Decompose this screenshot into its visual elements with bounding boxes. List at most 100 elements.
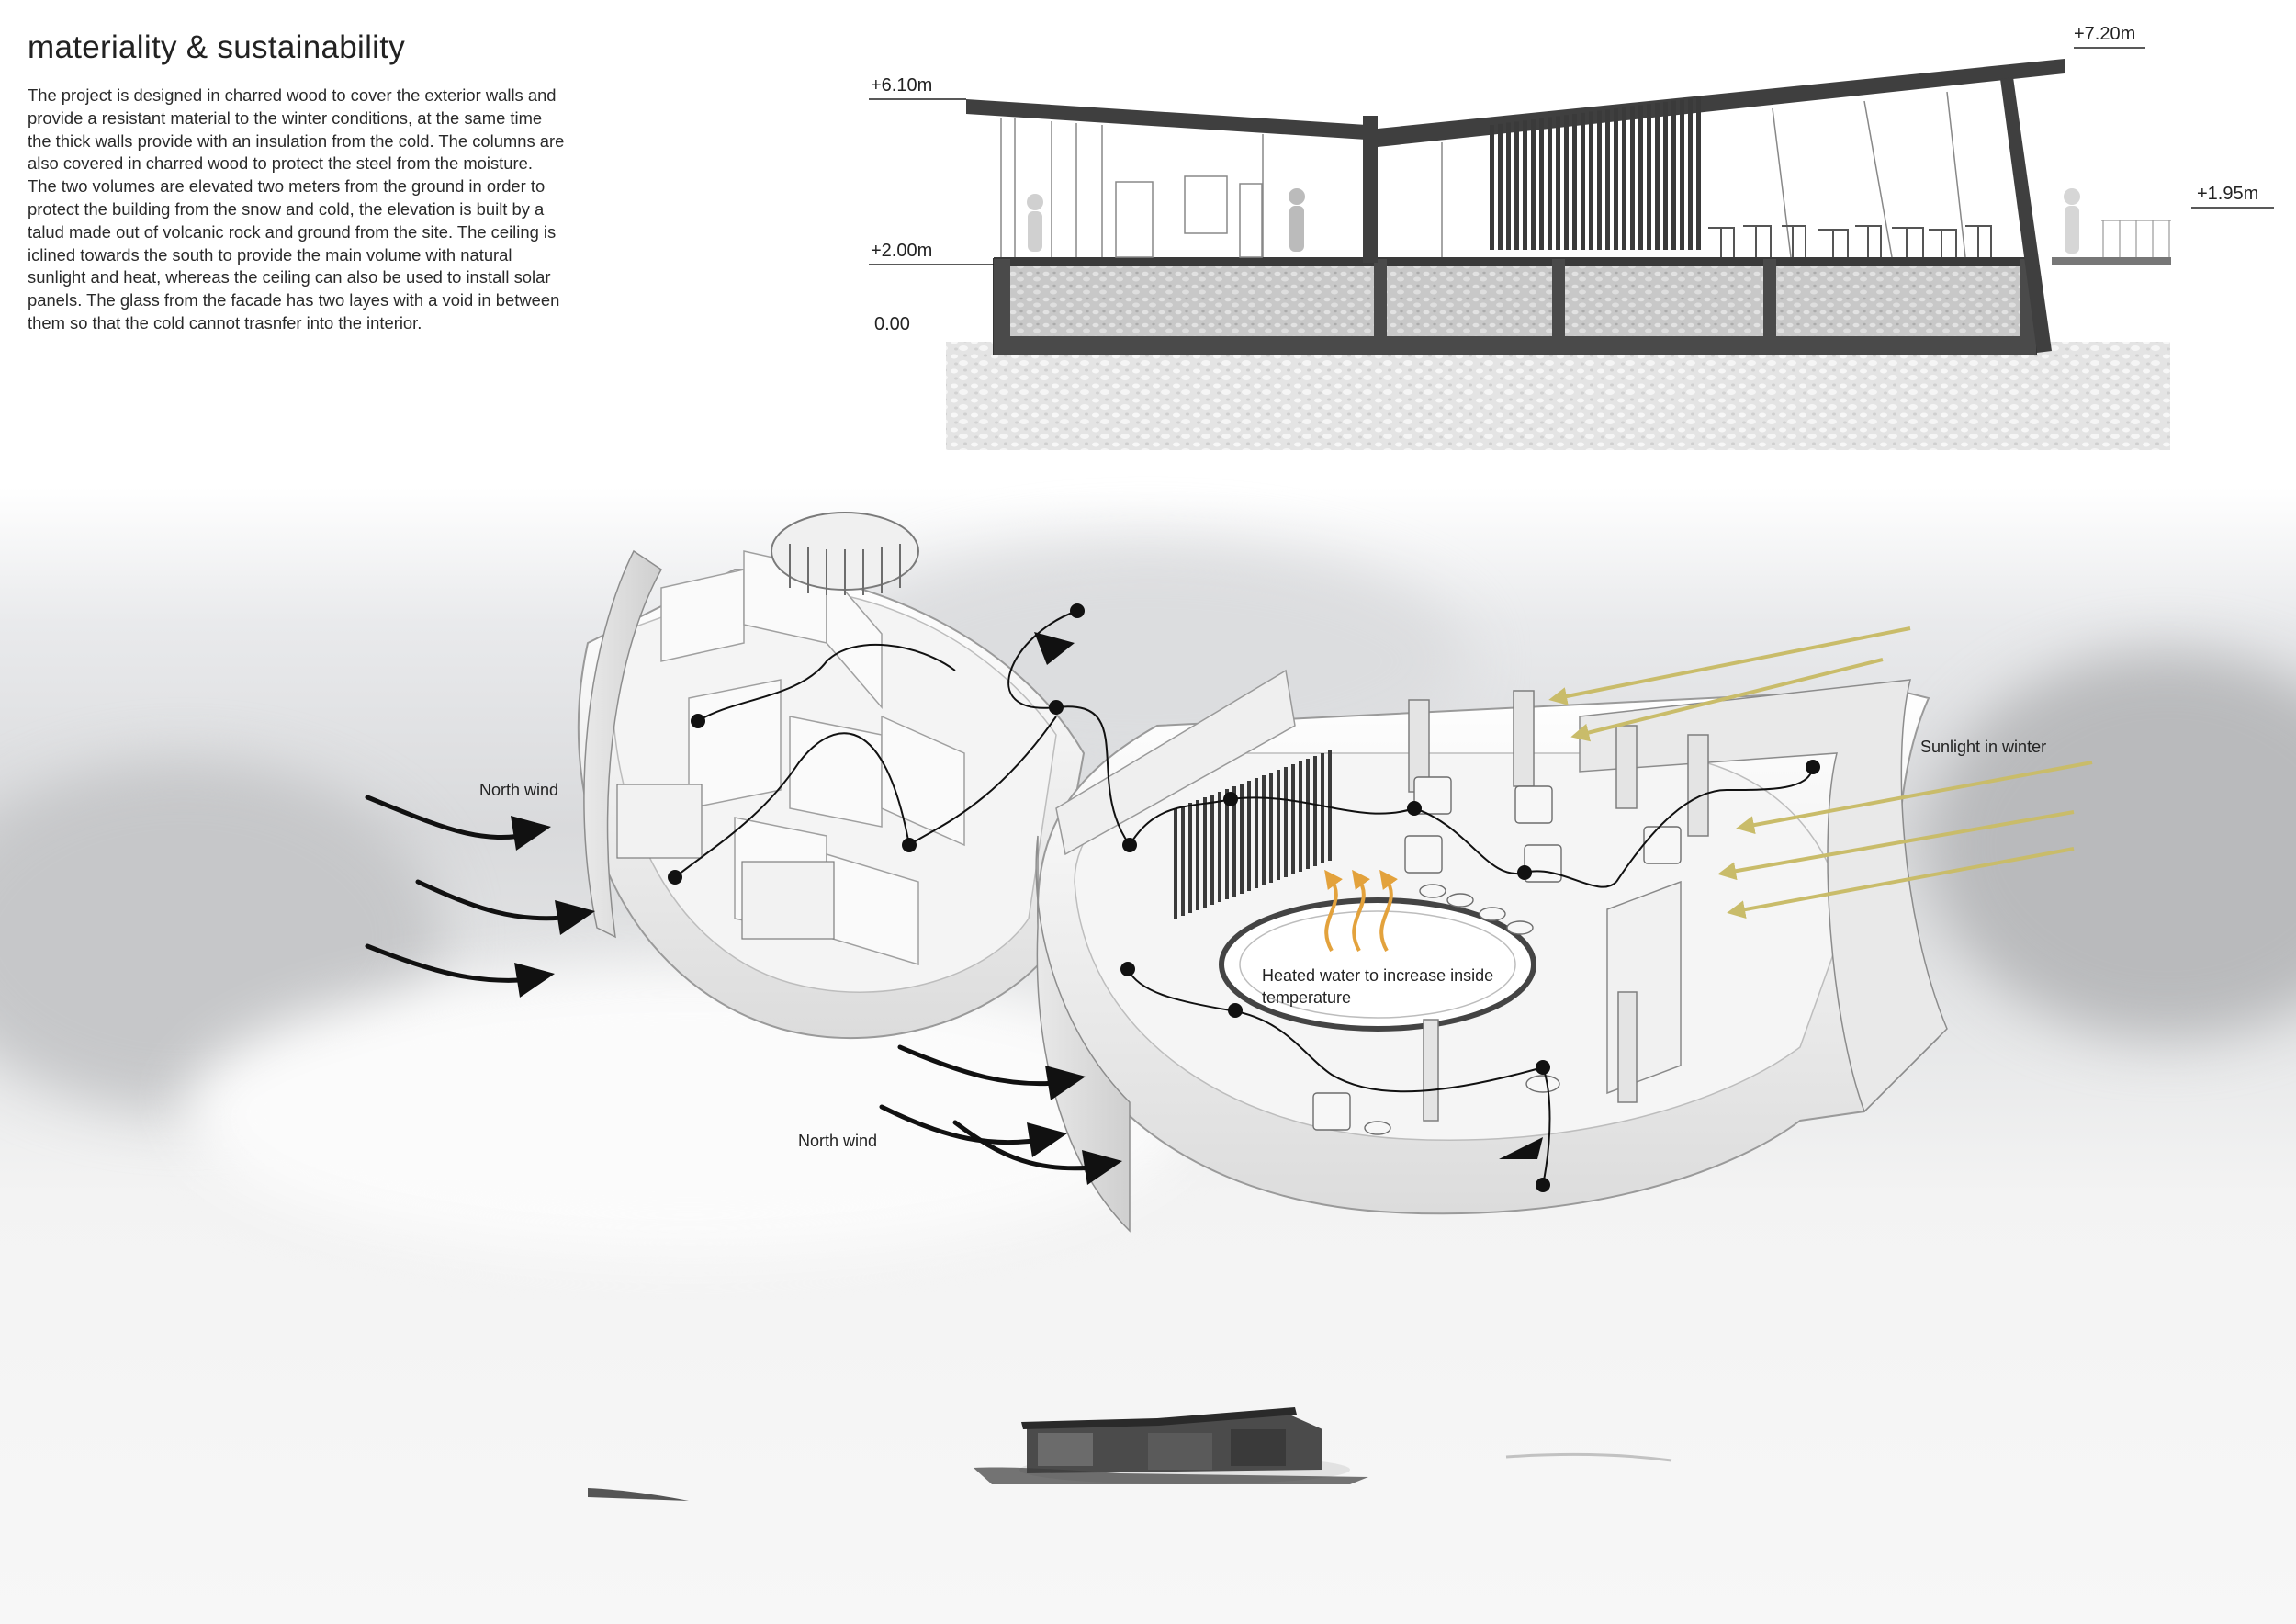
wood-slat [1622, 107, 1626, 250]
wood-slat [1614, 108, 1618, 250]
wood-slat [1531, 119, 1536, 250]
right-volume [1035, 669, 1948, 1233]
building-section-drawing [869, 47, 2274, 450]
wood-slat [1523, 120, 1527, 250]
wood-slat [1196, 800, 1199, 910]
wood-slat [1240, 784, 1244, 894]
external-deck [2052, 257, 2171, 265]
circulation-nodes [668, 603, 1820, 1192]
wood-slat [1597, 110, 1602, 251]
wood-slat [1313, 756, 1317, 866]
left-curved-wall [583, 549, 662, 939]
foundation-pier-4 [1763, 259, 1776, 355]
level-label-deck: +1.95m [2197, 184, 2259, 204]
section-people-left [1027, 188, 1305, 252]
heated-water-arrows [1324, 869, 1398, 952]
wood-slat [1663, 101, 1668, 250]
central-column [1363, 116, 1378, 263]
snow-dune [184, 964, 1194, 1258]
section-person-deck [2064, 188, 2080, 254]
wood-slat [1225, 789, 1229, 899]
right-interior [1441, 91, 1966, 258]
entrance-arrow-bottom [1499, 1137, 1543, 1159]
level-label-ground: 0.00 [874, 314, 910, 334]
left-roof [966, 99, 1367, 140]
north-wind-arrowheads-lower [1027, 1066, 1122, 1185]
wood-slat [1539, 118, 1544, 250]
deck-railing [2101, 220, 2171, 257]
wood-slat [1269, 773, 1273, 883]
description-paragraph: The project is designed in charred wood … [28, 85, 565, 333]
wood-slat [1284, 767, 1288, 877]
left-lockers [616, 784, 835, 940]
wood-slat [1696, 97, 1701, 250]
wood-slat [1188, 803, 1192, 913]
wood-slat [1556, 116, 1560, 251]
south-glazed-facade [1579, 679, 1948, 1113]
north-wind-arrows-upper [365, 795, 577, 983]
cloud-right [1929, 652, 2296, 1038]
ground-fill [946, 342, 2170, 450]
left-interior [1000, 118, 1264, 258]
wood-slat [1630, 106, 1635, 250]
wood-slat [1647, 104, 1651, 250]
north-wind-arrows-lower [879, 1044, 1105, 1171]
wood-slat [1299, 761, 1302, 872]
north-wind-label-lower: North wind [798, 1132, 877, 1150]
page-title: materiality & sustainability [28, 29, 406, 65]
wood-slat [1181, 806, 1185, 916]
south-inclined-column [2000, 77, 2052, 353]
north-wind-arrowheads-upper [511, 816, 595, 998]
wood-slat [1306, 759, 1310, 869]
floor-slab [994, 257, 2036, 266]
wood-slat [1277, 770, 1280, 880]
left-volume [577, 512, 1086, 1040]
section-furniture-right [1708, 225, 1992, 257]
wood-slat [1589, 111, 1593, 250]
wood-slat [1490, 125, 1494, 250]
wood-slat [1291, 764, 1295, 874]
wood-slat [1605, 109, 1610, 250]
wood-slat [1174, 808, 1177, 919]
charred-columns [1408, 690, 1709, 1122]
right-curved-wall [1035, 835, 1131, 1233]
entrance-arrow-top [1034, 632, 1075, 665]
wood-slat [1328, 750, 1332, 861]
foundation-pier-1 [994, 259, 1010, 355]
wood-slat [1255, 778, 1258, 888]
wood-slat [1680, 99, 1684, 251]
wood-slat [1638, 105, 1643, 251]
level-label-roof: +6.10m [871, 75, 933, 96]
wood-slat [1498, 123, 1503, 250]
charred-wood-screen [1490, 97, 1701, 251]
north-wind-label-upper: North wind [479, 781, 558, 799]
wood-slat [1232, 786, 1236, 897]
wood-slat [1564, 115, 1569, 250]
sauna-slats [789, 544, 901, 595]
sunlight-arrows [1548, 626, 2093, 919]
wood-slat [1203, 797, 1207, 908]
wood-slat [1514, 121, 1519, 250]
wood-slat [1581, 112, 1585, 250]
foundation-pier-3 [1552, 259, 1565, 355]
heated-pool-water [1239, 910, 1516, 1019]
wood-slat [1218, 792, 1221, 902]
charred-wood-screen-axo [1174, 750, 1332, 919]
wood-slat [1247, 781, 1251, 891]
wood-slat [1688, 98, 1693, 250]
wood-slat [1262, 775, 1266, 885]
wood-slat [1548, 117, 1552, 250]
wood-slat [1671, 100, 1676, 250]
level-label-top: +7.20m [2074, 24, 2136, 44]
wood-slat [1655, 103, 1660, 250]
wood-slat [1321, 753, 1324, 863]
heated-water-label-line2: temperature [1262, 988, 1351, 1007]
wood-slat [1572, 114, 1577, 250]
distant-building-photo [588, 1407, 1672, 1501]
level-label-floor: +2.00m [871, 241, 933, 261]
level-marker-lines [869, 47, 2274, 265]
foundation-pier-2 [1374, 259, 1387, 355]
wood-slat [1210, 795, 1214, 905]
heated-water-label-line1: Heated water to increase inside [1262, 966, 1493, 985]
